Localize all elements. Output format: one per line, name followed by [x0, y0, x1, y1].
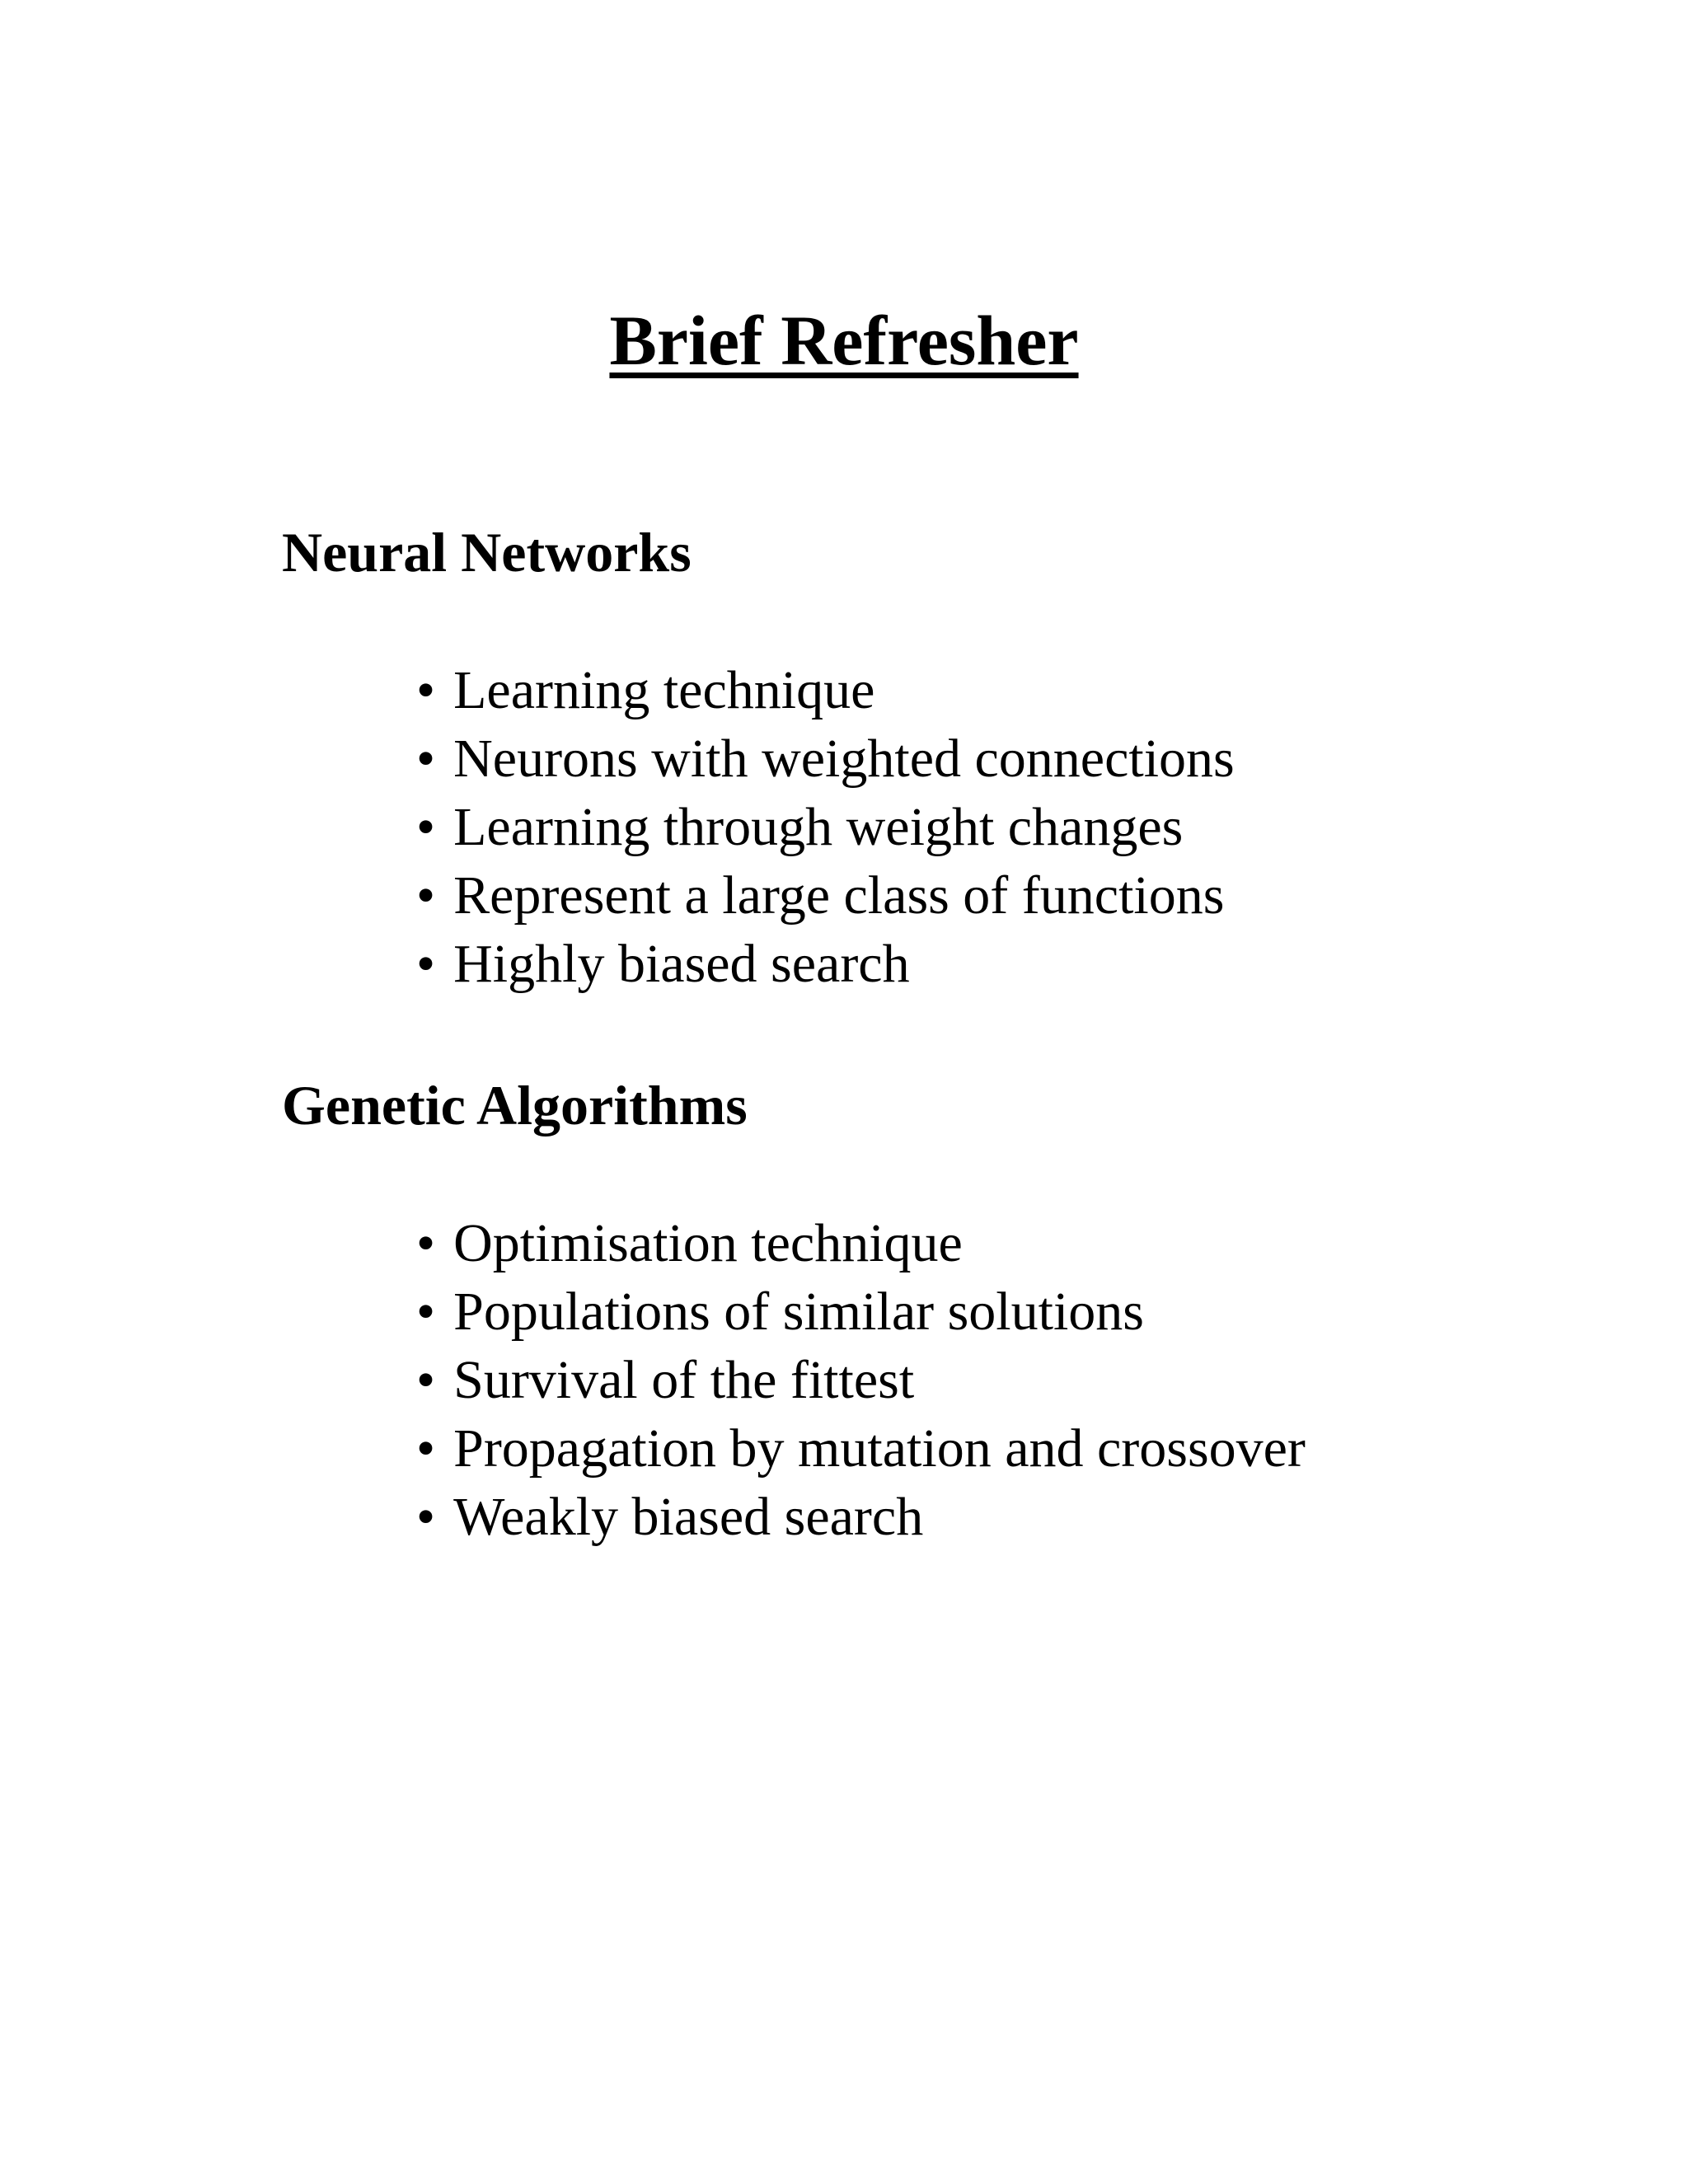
bullet-icon: • — [416, 865, 436, 926]
bullet-icon: • — [416, 797, 436, 857]
section-heading-genetic-algorithms: Genetic Algorithms — [282, 1074, 748, 1137]
genetic-algorithms-bullet-list: • Optimisation technique • Populations o… — [416, 1209, 1688, 1551]
list-item-text: Highly biased search — [453, 934, 910, 994]
list-item-text: Weakly biased search — [453, 1487, 924, 1547]
document-title: Brief Refresher — [609, 301, 1079, 380]
list-item: • Learning through weight changes — [416, 793, 1688, 861]
list-item: • Neurons with weighted connections — [416, 724, 1688, 793]
neural-networks-bullet-list: • Learning technique • Neurons with weig… — [416, 656, 1688, 998]
list-item: • Learning technique — [416, 656, 1688, 724]
bullet-icon: • — [416, 729, 436, 789]
list-item-text: Neurons with weighted connections — [453, 729, 1235, 789]
bullet-icon: • — [416, 660, 436, 720]
list-item: • Weakly biased search — [416, 1483, 1688, 1551]
list-item: • Represent a large class of functions — [416, 861, 1688, 930]
bullet-icon: • — [416, 1213, 436, 1273]
list-item: • Survival of the fittest — [416, 1346, 1688, 1414]
list-item: • Populations of similar solutions — [416, 1277, 1688, 1346]
bullet-icon: • — [416, 1487, 436, 1547]
bullet-icon: • — [416, 1350, 436, 1410]
bullet-icon: • — [416, 1282, 436, 1342]
list-item-text: Learning technique — [453, 660, 875, 720]
list-item-text: Populations of similar solutions — [453, 1282, 1144, 1342]
list-item: • Optimisation technique — [416, 1209, 1688, 1277]
bullet-icon: • — [416, 1418, 436, 1479]
list-item: • Highly biased search — [416, 930, 1688, 998]
list-item-text: Represent a large class of functions — [453, 865, 1225, 926]
list-item-text: Optimisation technique — [453, 1213, 963, 1273]
list-item-text: Learning through weight changes — [453, 797, 1184, 857]
list-item: • Propagation by mutation and crossover — [416, 1414, 1688, 1483]
list-item-text: Propagation by mutation and crossover — [453, 1418, 1306, 1479]
section-heading-neural-networks: Neural Networks — [282, 521, 692, 583]
bullet-icon: • — [416, 934, 436, 994]
list-item-text: Survival of the fittest — [453, 1350, 915, 1410]
